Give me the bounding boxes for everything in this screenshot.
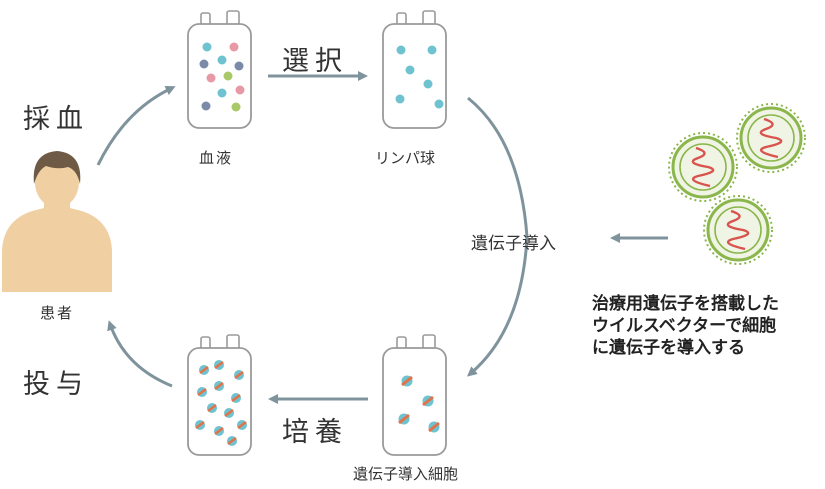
virus-2 <box>736 103 806 173</box>
transduced-cell-2 <box>422 395 434 407</box>
transduced-cell-3 <box>398 413 410 425</box>
label-transduced-cells: 遺伝子導入細胞 <box>353 465 459 483</box>
label-lymphocyte: リンパ球 <box>375 149 436 167</box>
vector-note: 治療用遺伝子を搭載した ウイルスベクターで細胞 に遺伝子を導入する <box>592 293 779 359</box>
vector-note-line-2: ウイルスベクターで細胞 <box>592 316 777 336</box>
label-blood-collection: 採血 <box>23 104 89 135</box>
cultured-cells-bag-icon <box>187 334 252 456</box>
arrow-collect <box>96 86 176 166</box>
lymphocyte-bag-icon <box>382 10 447 129</box>
label-gene-transfer: 遺伝子導入 <box>471 234 556 254</box>
label-culture: 培養 <box>282 417 348 448</box>
label-selection: 選択 <box>282 46 348 77</box>
arrow-to-transduction <box>466 96 529 377</box>
blood-bag-icon <box>187 10 252 129</box>
transduced-cell-1 <box>401 375 413 387</box>
virus-1 <box>668 132 738 202</box>
arrow-administer <box>107 320 173 388</box>
vector-note-line-1: 治療用遺伝子を搭載した <box>592 294 779 314</box>
transduced-cells-bag-icon <box>382 334 447 456</box>
vector-note-line-3: に遺伝子を導入する <box>592 338 745 358</box>
label-administration: 投与 <box>23 369 89 400</box>
virus-vector-icon <box>668 103 806 265</box>
label-patient: 患者 <box>40 304 75 322</box>
virus-3 <box>703 195 773 265</box>
transduced-cell-4 <box>428 421 440 433</box>
patient-icon <box>2 151 112 292</box>
label-blood: 血液 <box>199 149 234 167</box>
